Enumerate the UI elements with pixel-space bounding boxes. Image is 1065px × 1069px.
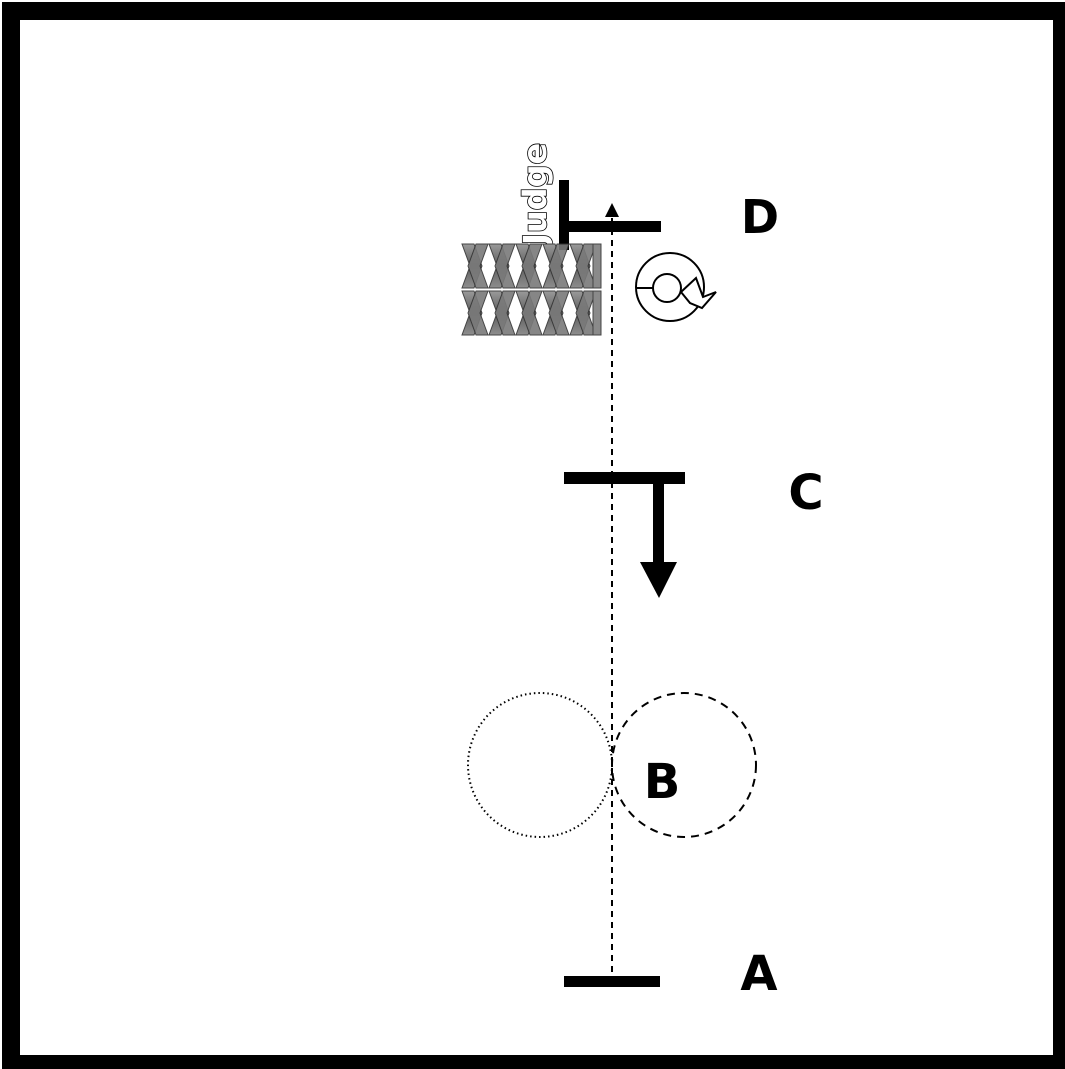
marker-a-bar xyxy=(564,976,660,987)
fence-post xyxy=(593,244,601,288)
marker-d-bar xyxy=(565,221,661,232)
marker-d-label: D xyxy=(741,190,779,244)
marker-b-label: B xyxy=(644,754,681,810)
marker-c-bar xyxy=(564,472,685,484)
judge-label: Judge xyxy=(516,143,554,247)
marker-a-label: A xyxy=(740,946,777,1002)
fence-post xyxy=(593,291,601,335)
marker-c-label: C xyxy=(788,465,823,521)
judge-bar xyxy=(559,180,569,250)
